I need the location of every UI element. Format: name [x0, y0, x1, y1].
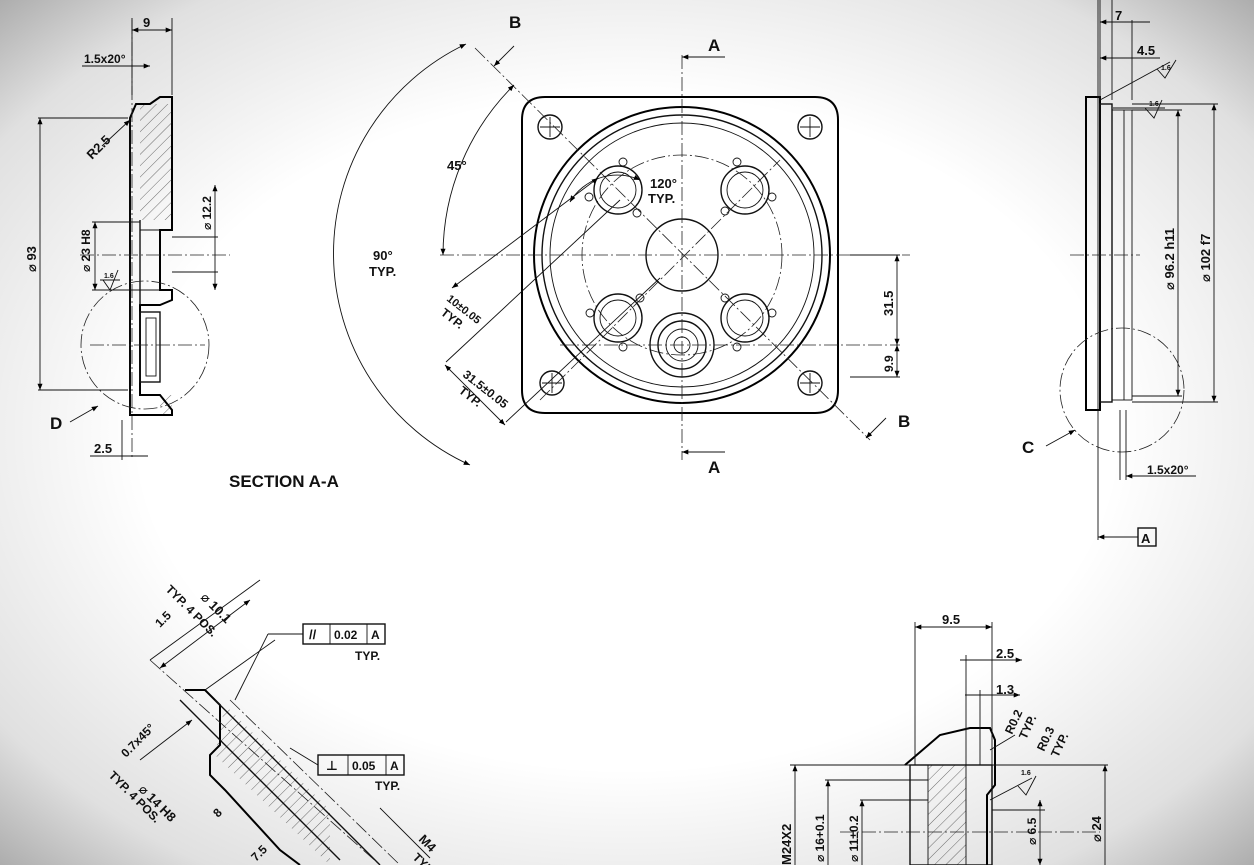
gdt-frame-parallel — [302, 623, 386, 645]
dim-chamfer-left: 0.7x45° — [118, 721, 157, 760]
dim-7: 7 — [1115, 8, 1122, 23]
surface-finish-right: 1.6 — [1021, 770, 1031, 777]
angle-45: 45° — [447, 158, 467, 173]
gdt2-typ: TYP. — [375, 779, 400, 793]
datum-box — [1137, 527, 1157, 547]
dim-7-5: 7.5 — [248, 842, 270, 864]
dim-2-5: 2.5 — [94, 441, 112, 456]
detail-label-c: C — [1022, 438, 1034, 457]
gdt1-value: 0.02 — [334, 628, 358, 642]
dim-dia-16: ⌀ 16+0.1 — [813, 814, 827, 862]
angle-90-typ: TYP. — [369, 264, 396, 279]
dim-dia-102: ⌀ 102 f7 — [1198, 234, 1213, 282]
section-hatching — [140, 104, 172, 220]
section-marker-a-bottom: A — [708, 458, 720, 477]
gdt1-symbol: // — [309, 627, 317, 642]
dim-dia-24: ⌀ 24 — [1089, 815, 1104, 842]
dim-chamfer: 1.5x20° — [84, 52, 126, 66]
dim-9-5: 9.5 — [942, 612, 960, 627]
dim-dia-6-5: ⌀ 6.5 — [1025, 817, 1039, 845]
dim-9-9: 9.9 — [882, 355, 896, 372]
gdt1-typ: TYP. — [355, 649, 380, 663]
dim-4-5: 4.5 — [1137, 43, 1155, 58]
gdt-frame-perpendicular — [317, 754, 405, 776]
section-label: SECTION A-A — [229, 472, 339, 491]
dim-2-5-right: 2.5 — [996, 646, 1014, 661]
section-marker-b-top: B — [509, 13, 521, 32]
side-view: A 7 4.5 1.6 1.6 ⌀ 96.2 h11 ⌀ 102 f7 C 1.… — [1022, 0, 1218, 547]
detail-bottom-right: 9.5 2.5 1.3 R0.2 TYP. R0.3 TYP. 1.6 M24X… — [779, 612, 1108, 865]
dim-dia-93: ⌀ 93 — [24, 246, 39, 272]
section-marker-b-bottom: B — [898, 412, 910, 431]
gdt2-symbol: ⊥ — [326, 758, 338, 773]
dim-radius: R2.5 — [84, 132, 114, 162]
section-marker-a-top: A — [708, 36, 720, 55]
surface-finish-a: 1.6 — [1161, 65, 1171, 72]
front-view: A A B B 45° 90° TYP. 120° TYP. 10±0.05 T… — [333, 13, 910, 477]
dim-1-3: 1.3 — [996, 682, 1014, 697]
dim-dia-23: ⌀ 23 H8 — [79, 229, 93, 272]
detail-label-d: D — [50, 414, 62, 433]
surface-finish-b: 1.6 — [1149, 101, 1159, 108]
dim-thread-typ: TYP. — [410, 850, 438, 865]
detail-circle-d — [80, 280, 210, 410]
dim-1-5: 1.5 — [152, 608, 174, 630]
angle-90: 90° — [373, 248, 393, 263]
dim-dia-12: ⌀ 12.2 — [200, 196, 214, 230]
mounting-holes — [537, 114, 823, 396]
dim-9: 9 — [143, 15, 150, 30]
dim-chamfer-right: 1.5x20° — [1147, 463, 1189, 477]
datum-label: A — [1141, 531, 1151, 546]
detail-circle-c — [1059, 327, 1185, 453]
angle-120: 120° — [650, 176, 677, 191]
detail-bottom-left: TYP. 4 POS. ⌀ 10.1 1.5 // 0.02 A TYP. 0.… — [106, 579, 440, 865]
gdt2-datum: A — [390, 759, 399, 773]
dim-thread-m24: M24X2 — [779, 824, 794, 865]
gdt2-value: 0.05 — [352, 759, 376, 773]
bearing-bores — [584, 157, 777, 352]
surface-finish: 1.6 — [104, 273, 114, 280]
gdt1-datum: A — [371, 628, 380, 642]
section-a-a-view: 9 1.5x20° R2.5 ⌀ 93 ⌀ 23 H8 ⌀ 12.2 1.6 2… — [24, 15, 339, 491]
angle-120-typ: TYP. — [648, 191, 675, 206]
dim-dia-96: ⌀ 96.2 h11 — [1162, 228, 1177, 290]
dim-31-5: 31.5 — [881, 291, 896, 316]
dim-8: 8 — [210, 805, 225, 820]
dim-dia-11: ⌀ 11±0.2 — [847, 815, 861, 862]
